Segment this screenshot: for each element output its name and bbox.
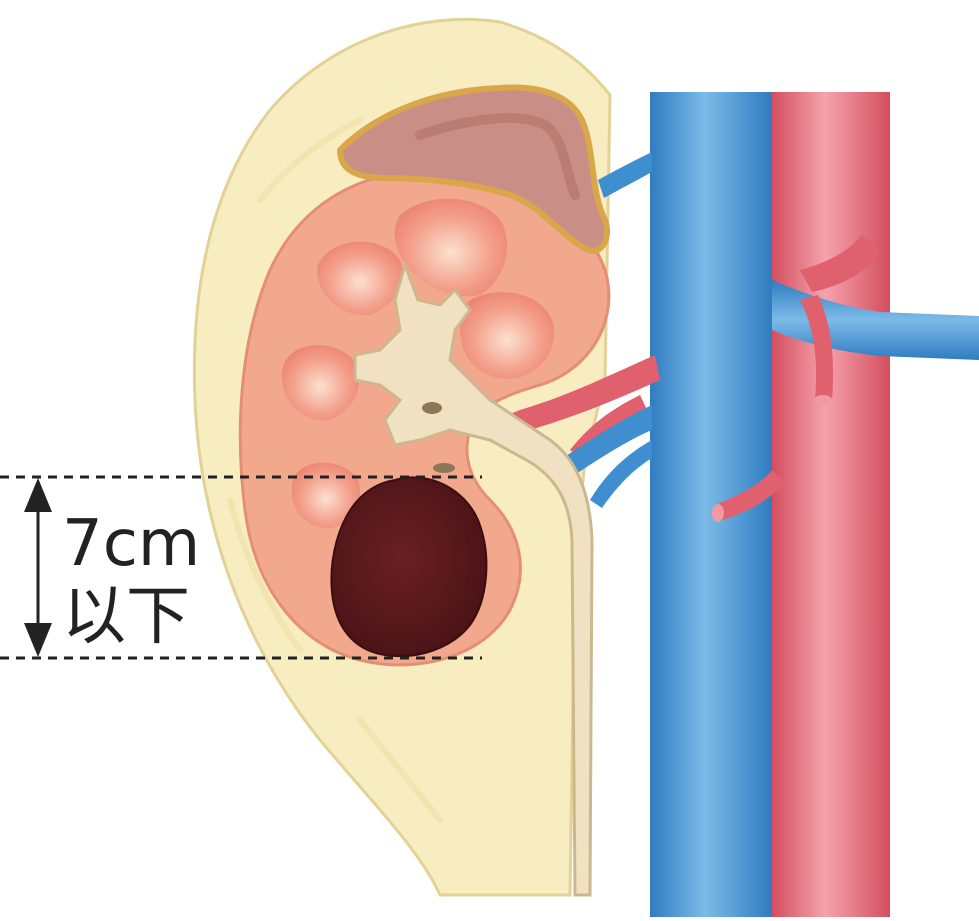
tumor-size-qualifier: 以下	[62, 580, 190, 654]
renal-vein-left-lower	[590, 440, 652, 508]
calyx-opening-2	[433, 463, 455, 473]
perirenal-fat-texture	[227, 117, 443, 823]
renal-pyramid-1	[394, 198, 508, 297]
renal-pelvis	[353, 260, 594, 897]
renal-artery-stub-end	[814, 395, 832, 405]
renal-artery-lower	[715, 470, 785, 520]
renal-artery-upper	[800, 235, 880, 292]
renal-pyramid-5	[291, 462, 361, 529]
renal-artery-left	[495, 355, 660, 438]
renal-pyramid-3	[460, 292, 555, 379]
renal-artery-branch-stub	[800, 295, 834, 400]
arrow-up-icon	[24, 478, 52, 512]
renal-vein-left	[560, 405, 652, 478]
tumor	[330, 476, 488, 658]
tumor-size-value: 7cm	[62, 507, 201, 581]
adrenal-gland	[337, 84, 610, 254]
calyx-opening-1	[422, 402, 442, 414]
aorta	[772, 92, 890, 917]
renal-pyramid-2	[317, 241, 403, 316]
renal-artery-lower-end	[712, 504, 724, 522]
arrow-down-icon	[24, 623, 52, 657]
renal-pyramid-4	[281, 345, 359, 421]
adrenal-vein	[598, 152, 652, 198]
adrenal-gland-inner	[415, 113, 580, 200]
